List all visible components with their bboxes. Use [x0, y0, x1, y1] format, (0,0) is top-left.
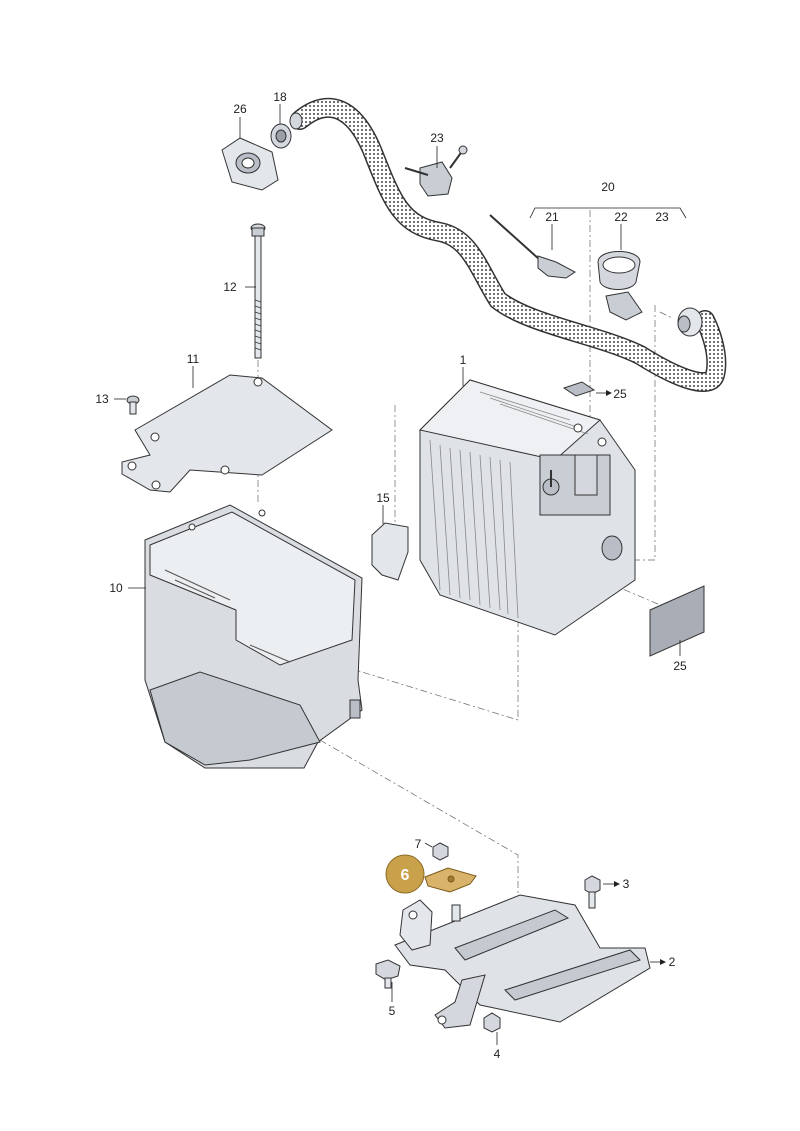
part-25-label-small: [562, 381, 596, 397]
label-10: 10: [109, 581, 123, 595]
label-3: 3: [623, 877, 630, 891]
label-21: 21: [545, 210, 559, 224]
label-11: 11: [187, 352, 200, 366]
part-21-clip: [489, 214, 576, 279]
highlight-callout-6: 6: [385, 854, 425, 894]
part-12-bolt: [250, 223, 266, 359]
part-15-pad: [371, 522, 409, 581]
part-13-screw: [126, 395, 140, 415]
arrow-heads: [606, 390, 666, 965]
label-15: 15: [376, 491, 390, 505]
label-25-bottom: 25: [673, 659, 687, 673]
label-26: 26: [233, 102, 247, 116]
part-1-battery: [419, 379, 636, 636]
label-20: 20: [601, 180, 615, 194]
label-5: 5: [389, 1004, 396, 1018]
part-4-nut: [483, 1012, 501, 1033]
label-2: 2: [669, 955, 676, 969]
part-2-base-bracket: [394, 894, 651, 1029]
vent-hose: [289, 97, 727, 393]
label-25-top: 25: [613, 387, 627, 401]
part-5-bolt: [375, 959, 401, 989]
part-18-grommet-ring: [270, 123, 292, 149]
label-23-group: 23: [655, 210, 669, 224]
part-10-battery-tray: [144, 504, 363, 769]
label-13: 13: [95, 392, 109, 406]
part-7-nut: [432, 842, 449, 861]
part-23-hose-clip: [404, 145, 468, 197]
callout-labels: 26 18 23 20 21 22 23 12 11 13 1 25 15 10…: [95, 90, 687, 1061]
part-6-bracket: [424, 867, 477, 893]
leader-lines: [114, 104, 687, 1045]
label-23-top: 23: [430, 131, 444, 145]
label-6: 6: [401, 867, 410, 884]
label-7: 7: [415, 837, 422, 851]
part-25-label-large: [649, 585, 705, 657]
label-18: 18: [273, 90, 287, 104]
part-22-hose-clamp: [597, 251, 643, 321]
label-4: 4: [494, 1047, 501, 1061]
label-22: 22: [614, 210, 628, 224]
label-12: 12: [223, 280, 237, 294]
part-3-bolt: [584, 875, 601, 909]
part-26-grommet-bracket: [221, 137, 279, 191]
part-11-plate: [121, 374, 333, 493]
label-1: 1: [460, 353, 467, 367]
